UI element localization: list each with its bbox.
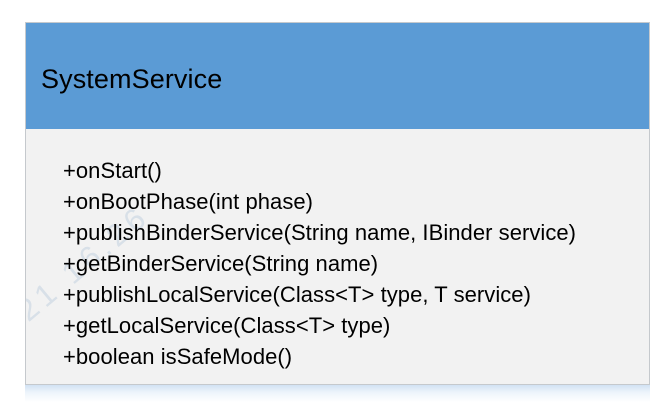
method-row: +onStart() bbox=[63, 158, 162, 183]
method-row: +publishBinderService(String name, IBind… bbox=[63, 220, 577, 245]
uml-class-box-systemservice[interactable]: SystemService 21 16.26 +onStart() +onBoo… bbox=[25, 22, 650, 385]
method-row: +onBootPhase(int phase) bbox=[63, 189, 314, 214]
method-row: +getBinderService(String name) bbox=[63, 251, 379, 276]
class-methods-compartment: 21 16.26 +onStart() +onBootPhase(int pha… bbox=[26, 129, 649, 384]
method-row: +getLocalService(Class<T> type) bbox=[63, 313, 391, 338]
method-row: +boolean isSafeMode() bbox=[63, 344, 293, 369]
methods-list: +onStart() +onBootPhase(int phase) +publ… bbox=[63, 155, 643, 372]
method-row: +publishLocalService(Class<T> type, T se… bbox=[63, 282, 531, 307]
class-header-band: SystemService bbox=[26, 23, 649, 129]
class-box-shadow bbox=[25, 384, 650, 402]
class-name-label: SystemService bbox=[41, 64, 223, 94]
